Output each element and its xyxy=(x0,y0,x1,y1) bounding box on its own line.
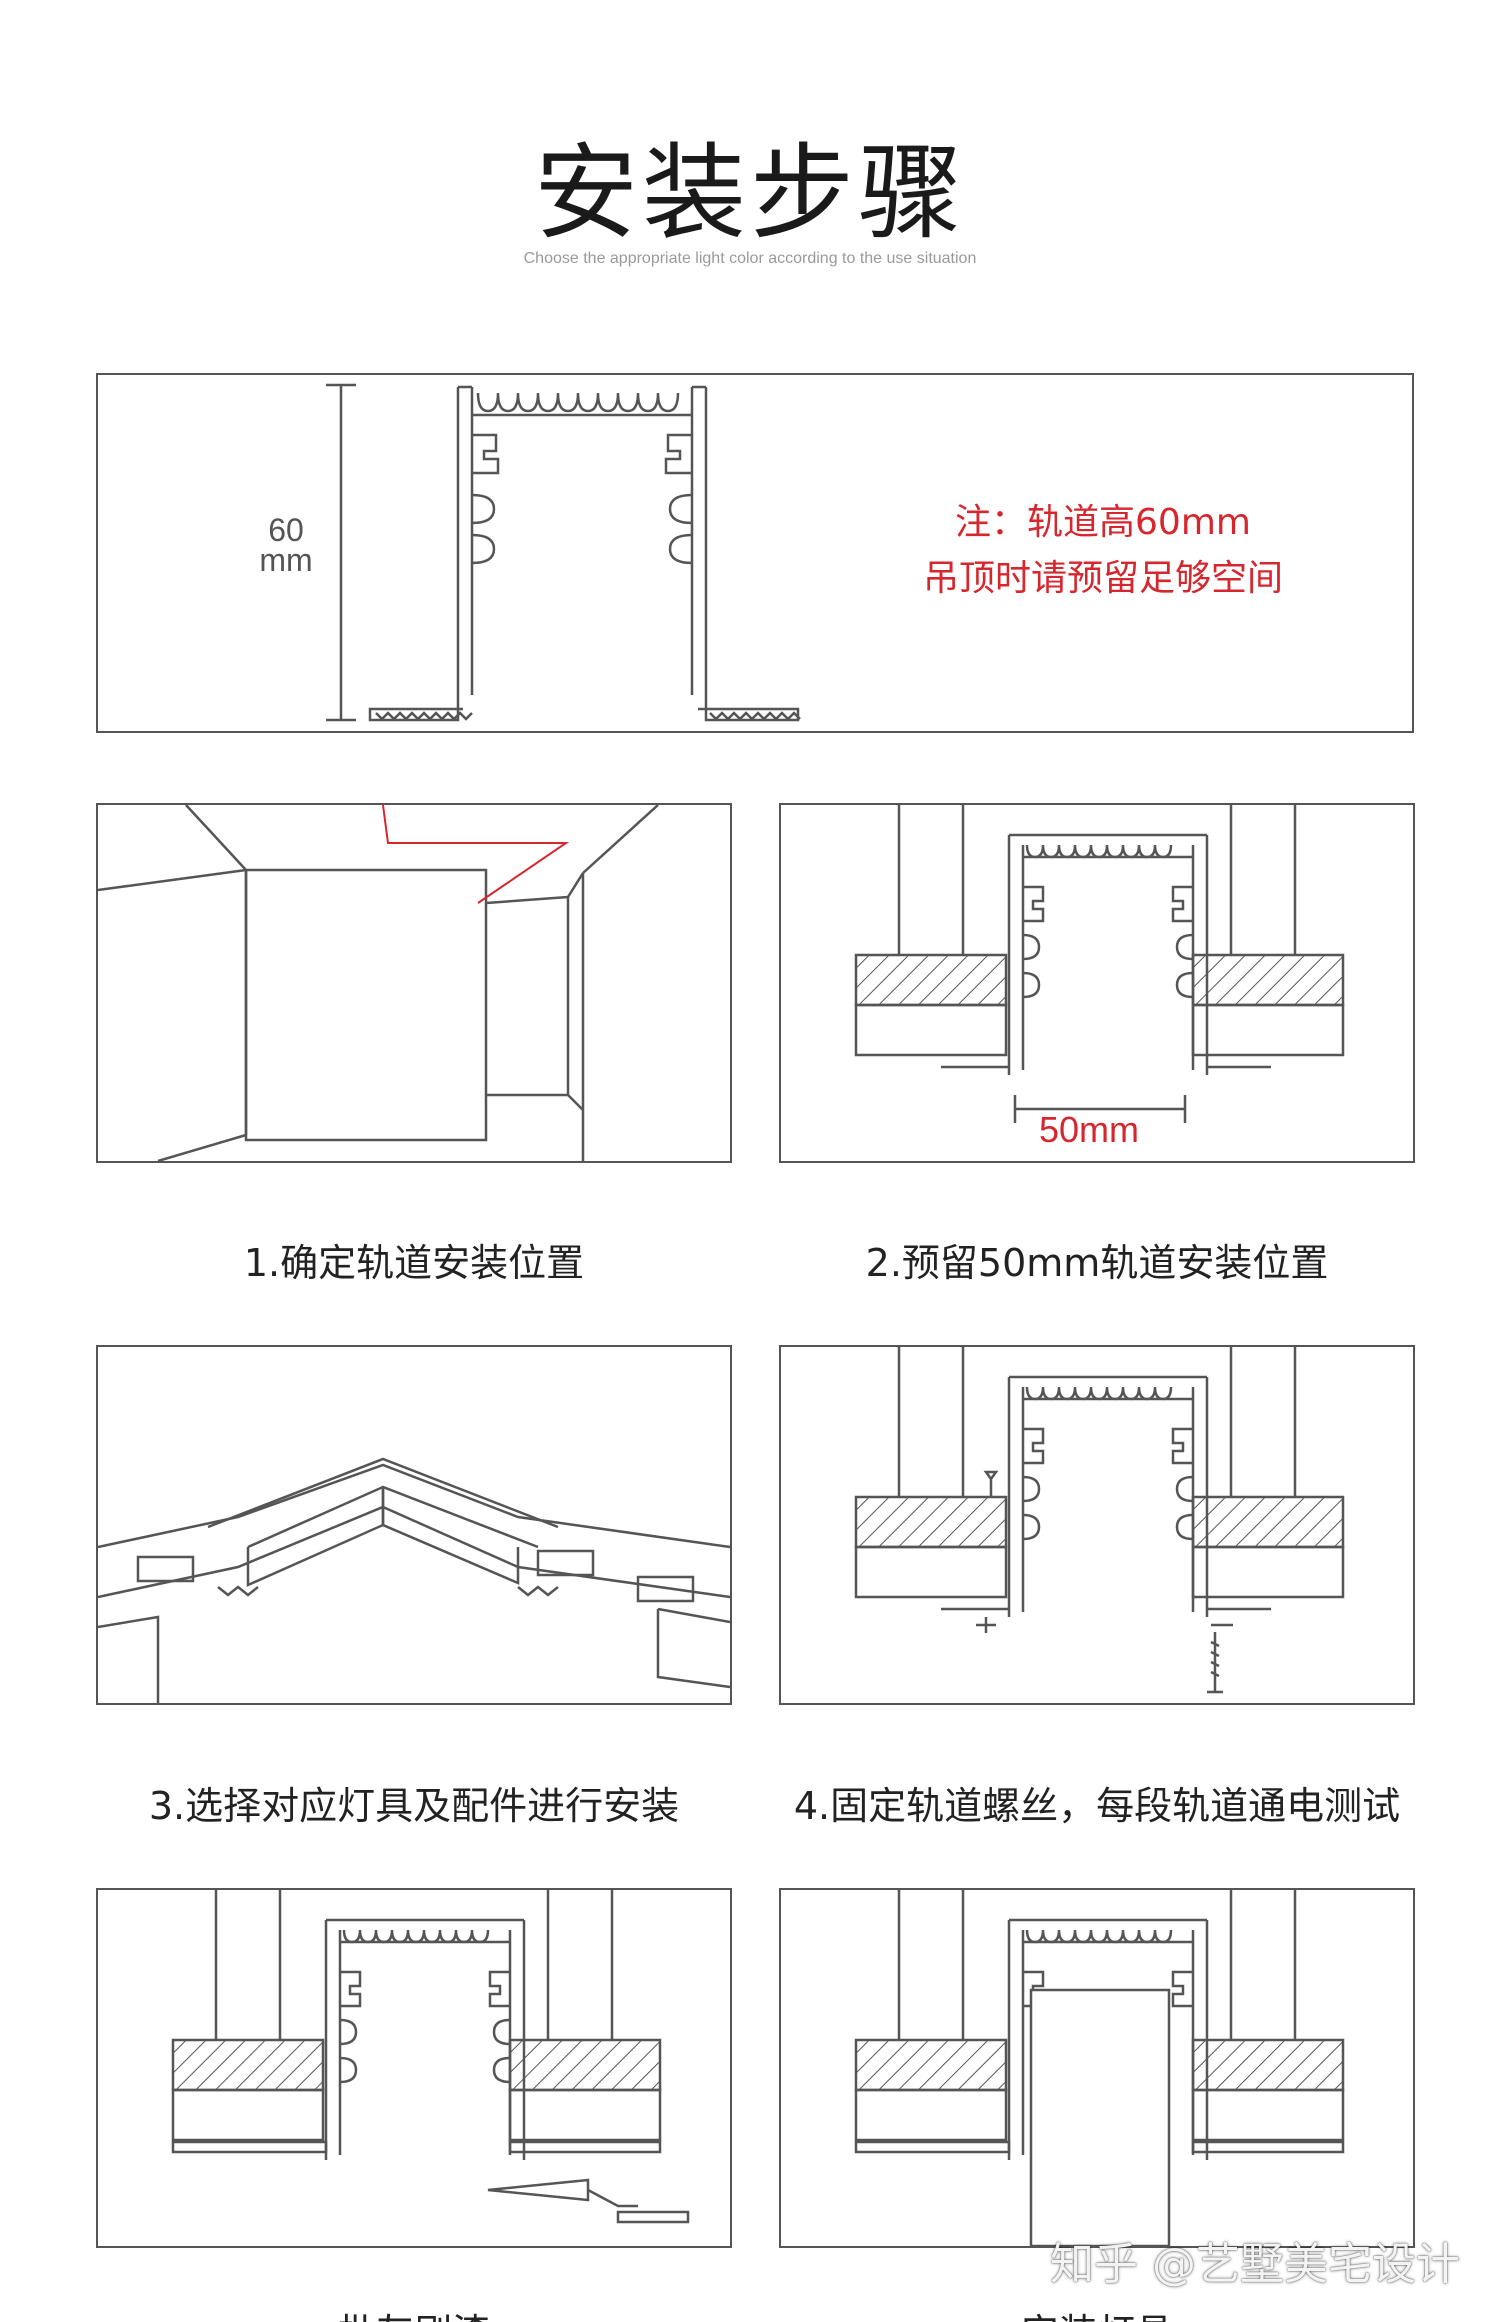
step2-panel: 50mm xyxy=(779,803,1415,1163)
step4-caption: 4.固定轨道螺丝，每段轨道通电测试 xyxy=(793,1784,1401,1828)
install-fixture-drawing xyxy=(854,1890,1345,2246)
opening-50mm-label: 50mm xyxy=(1039,1109,1140,1150)
step6-caption: 安装灯具 xyxy=(779,2302,1415,2322)
step5-panel xyxy=(96,1888,732,2248)
dimension-60-label: 60 mm xyxy=(236,512,336,578)
watermark: 知乎 @艺墅美宅设计 xyxy=(1050,2239,1460,2290)
step4-panel xyxy=(779,1345,1415,1705)
step5-caption: 批灰刷漆 xyxy=(96,2302,732,2322)
plastering-drawing xyxy=(171,1890,690,2224)
room-corner-drawing xyxy=(98,805,659,1161)
step3-panel xyxy=(96,1345,732,1705)
step3-caption: 3.选择对应灯具及配件进行安装 xyxy=(148,1784,680,1828)
dimension-60-value: 60 xyxy=(268,512,304,548)
page-subtitle: Choose the appropriate light color accor… xyxy=(523,250,977,267)
corner-fixture-drawing xyxy=(98,1457,730,1703)
ceiling-opening-drawing xyxy=(854,805,1345,1123)
dimension-60-unit: mm xyxy=(259,542,313,578)
height-note: 注：轨道高60mm 吊顶时请预留足够空间 xyxy=(878,495,1328,607)
profile-panel: 60 mm 注：轨道高60mm 吊顶时请预留足够空间 xyxy=(96,373,1414,733)
step1-caption: 1.确定轨道安装位置 xyxy=(243,1241,585,1285)
height-note-line1: 注：轨道高60mm xyxy=(955,502,1251,543)
screw-fixing-drawing xyxy=(854,1347,1345,1694)
step1-panel xyxy=(96,803,732,1163)
page-title: 安装步骤 xyxy=(533,132,966,254)
step6-panel xyxy=(779,1888,1415,2248)
step2-caption: 2.预留50mm轨道安装位置 xyxy=(865,1241,1329,1285)
height-note-line2: 吊顶时请预留足够空间 xyxy=(922,558,1283,599)
track-profile-drawing xyxy=(326,383,801,722)
